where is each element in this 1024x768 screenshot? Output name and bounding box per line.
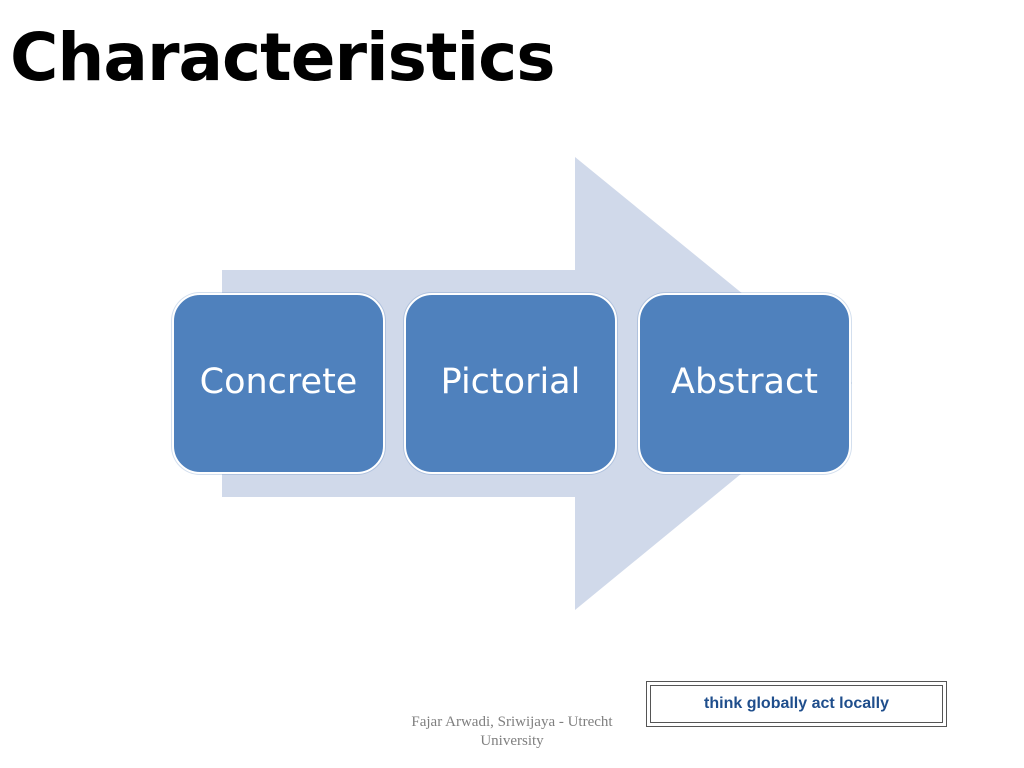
step-box-pictorial: Pictorial — [404, 293, 617, 474]
step-label: Concrete — [199, 361, 358, 402]
tagline-text: think globally act locally — [650, 685, 943, 723]
footer-line-2: University — [480, 733, 544, 749]
step-label: Abstract — [671, 361, 818, 402]
tagline-frame: think globally act locally — [646, 681, 947, 727]
step-label: Pictorial — [440, 361, 581, 402]
slide-title: Characteristics — [10, 19, 556, 96]
footer-line-1: Fajar Arwadi, Sriwijaya - Utrecht — [411, 714, 613, 730]
step-box-abstract: Abstract — [638, 293, 851, 474]
step-box-concrete: Concrete — [172, 293, 385, 474]
footer-credit: Fajar Arwadi, Sriwijaya - Utrecht Univer… — [392, 713, 632, 751]
